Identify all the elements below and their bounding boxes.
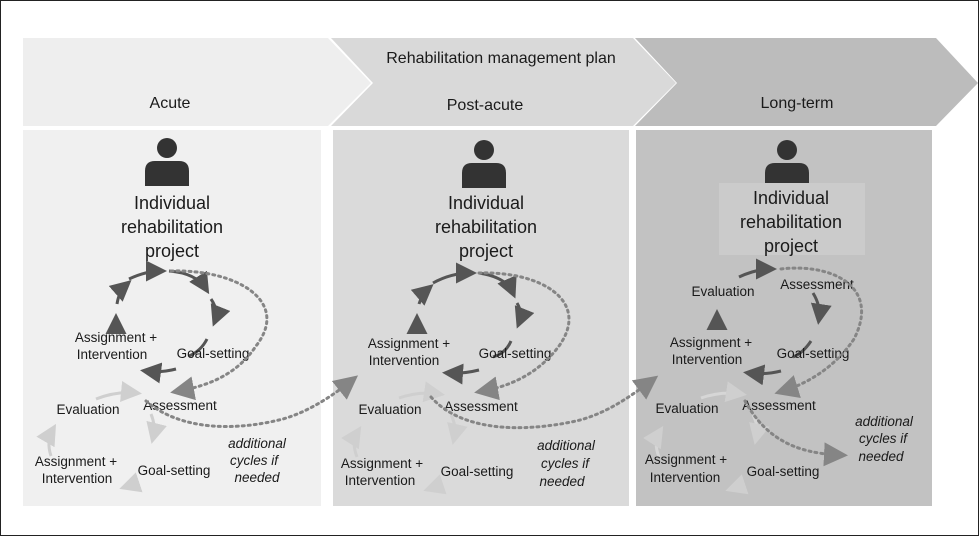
cycle2-goal: Goal-setting [138, 463, 211, 478]
cycle1-assign-line2: Intervention [369, 353, 440, 368]
cycle2-evaluation: Evaluation [56, 402, 119, 417]
note-line3: needed [539, 474, 585, 489]
cycle-1-arrows [105, 260, 231, 384]
cycle2-assign-line2: Intervention [345, 473, 416, 488]
project-label-line1: Individual [448, 193, 524, 213]
phase-arrow-acute [23, 38, 371, 126]
project-label-line2: rehabilitation [121, 217, 223, 237]
cycle2-evaluation: Evaluation [655, 401, 718, 416]
person-icon [462, 140, 506, 188]
project-label-line1: Individual [134, 193, 210, 213]
transition-arrow-1 [144, 375, 359, 428]
project-label-highlight [719, 183, 865, 255]
panel-post-acute [333, 130, 629, 506]
note-line2: cycles if [859, 431, 908, 446]
cycle1-goal: Goal-setting [777, 346, 850, 361]
project-label-line3: project [764, 236, 818, 256]
phase-arrow-post-acute [331, 38, 676, 126]
project-label-line2: rehabilitation [435, 217, 537, 237]
cycle2-assessment: Assessment [143, 398, 217, 413]
cycle1-assign-line2: Intervention [672, 352, 743, 367]
transition-arrow-2 [429, 375, 659, 430]
plan-title: Rehabilitation management plan [386, 50, 615, 67]
panel-acute [23, 130, 321, 506]
cycle1-assign-line1: Assignment + [368, 336, 450, 351]
note-line3: needed [858, 449, 904, 464]
person-icon [145, 138, 189, 186]
cycle1-evaluation: Evaluation [691, 284, 754, 299]
cycle1-goal: Goal-setting [479, 346, 552, 361]
cycle-2-arrows [341, 381, 468, 495]
cycle-1-arrows [406, 262, 535, 385]
cycle2-assign-line2: Intervention [650, 470, 721, 485]
loop-arrow [774, 266, 863, 399]
note-line3: needed [234, 470, 280, 485]
cycle2-evaluation: Evaluation [358, 402, 421, 417]
cycle1-assign-line1: Assignment + [670, 335, 752, 350]
cycle1-assign-line2: Intervention [77, 347, 148, 362]
loop-arrow [169, 269, 269, 401]
cycle-1-arrows [706, 258, 832, 386]
note-line1: additional [855, 414, 914, 429]
person-icon [765, 140, 809, 188]
note-line1: additional [228, 436, 287, 451]
phase-label-post-acute: Post-acute [447, 97, 524, 114]
phase-label-acute: Acute [150, 95, 191, 112]
project-label-line2: rehabilitation [740, 212, 842, 232]
cycle2-goal: Goal-setting [747, 464, 820, 479]
note-line1: additional [537, 438, 596, 453]
more-cycles-arrow [743, 399, 848, 467]
cycle1-assign-line1: Assignment + [75, 330, 157, 345]
project-label-line1: Individual [753, 188, 829, 208]
phase-label-long-term: Long-term [761, 95, 834, 112]
phase-arrow-long-term [635, 38, 978, 126]
cycle2-assign-line2: Intervention [42, 471, 113, 486]
cycle-2-arrows [643, 381, 770, 495]
cycle2-assign-line1: Assignment + [35, 454, 117, 469]
note-line2: cycles if [230, 453, 279, 468]
project-label-line3: project [459, 241, 513, 261]
cycle1-assessment: Assessment [780, 277, 854, 292]
cycle2-assessment: Assessment [742, 398, 816, 413]
cycle2-assessment: Assessment [444, 399, 518, 414]
cycle-2-arrows [36, 381, 167, 493]
note-line2: cycles if [541, 456, 590, 471]
cycle1-goal: Goal-setting [177, 346, 250, 361]
cycle2-goal: Goal-setting [441, 464, 514, 479]
cycle2-assign-line1: Assignment + [645, 452, 727, 467]
loop-arrow [474, 271, 571, 401]
cycle2-assign-line1: Assignment + [341, 456, 423, 471]
project-label-line3: project [145, 241, 199, 261]
